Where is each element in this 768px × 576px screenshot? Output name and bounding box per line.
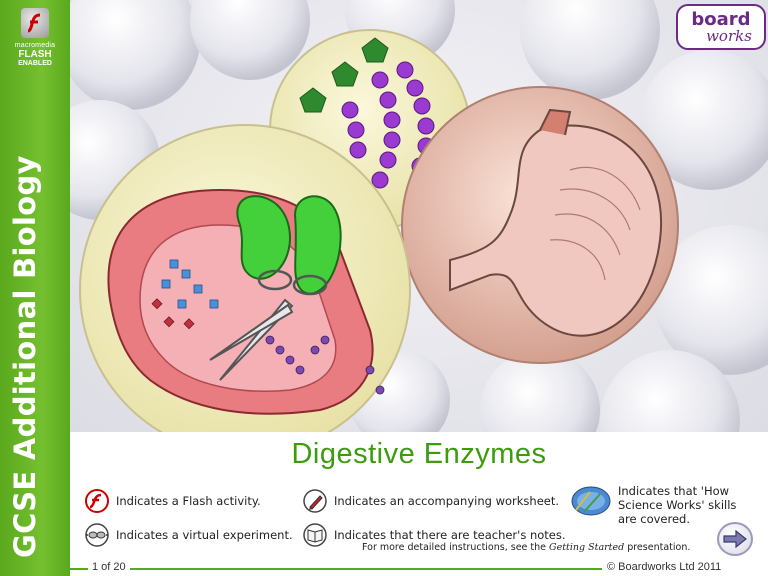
worksheet-pencil-icon xyxy=(303,489,327,513)
course-title: GCSE Additional Biology xyxy=(8,155,42,558)
footer-line-middle xyxy=(130,568,602,570)
legend-notes-text: Indicates that there are teacher's notes… xyxy=(334,528,566,542)
virtual-experiment-goggles-icon xyxy=(85,523,109,547)
copyright: © Boardworks Ltd 2011 xyxy=(607,561,722,573)
flash-badge-brand: macromedia xyxy=(14,42,56,49)
logo-word-works: works xyxy=(706,26,752,45)
legend-notes: Indicates that there are teacher's notes… xyxy=(302,522,566,548)
boardworks-logo: board works xyxy=(676,4,766,50)
legend-hsw-text: Indicates that 'How Science Works' skill… xyxy=(618,484,737,526)
digestion-illustration xyxy=(70,0,768,432)
legend-flash-text: Indicates a Flash activity. xyxy=(116,494,261,508)
legend-virtual-text: Indicates a virtual experiment. xyxy=(116,528,293,542)
flash-enabled-badge: macromedia FLASH ENABLED xyxy=(5,4,65,84)
hsw-badge-icon xyxy=(571,486,611,516)
side-band xyxy=(0,0,70,576)
page-number: 1 of 20 xyxy=(92,561,126,573)
next-slide-button[interactable] xyxy=(717,522,753,556)
getting-started-link[interactable]: Getting Started xyxy=(549,542,625,553)
flash-logo-icon xyxy=(21,8,49,38)
legend-hsw: Indicates that 'How Science Works' skill… xyxy=(570,484,748,526)
instructions-suffix: presentation. xyxy=(624,542,691,553)
page-title: Digestive Enzymes xyxy=(291,438,547,470)
instructions-text: For more detailed instructions, see the … xyxy=(362,542,690,553)
legend-worksheet: Indicates an accompanying worksheet. xyxy=(302,488,559,514)
footer-line-left xyxy=(70,568,88,570)
instructions-prefix: For more detailed instructions, see the xyxy=(362,542,550,553)
flash-activity-icon xyxy=(85,489,109,513)
legend-flash: Indicates a Flash activity. xyxy=(84,488,261,514)
legend-worksheet-text: Indicates an accompanying worksheet. xyxy=(334,494,560,508)
teacher-notes-book-icon xyxy=(303,523,327,547)
logo-word-board: board xyxy=(691,8,751,30)
flash-badge-flash: FLASH xyxy=(18,49,52,60)
hero-illustration xyxy=(70,0,768,432)
arrow-right-icon xyxy=(723,530,747,548)
legend-virtual: Indicates a virtual experiment. xyxy=(84,522,293,548)
flash-badge-enabled: ENABLED xyxy=(18,60,52,67)
